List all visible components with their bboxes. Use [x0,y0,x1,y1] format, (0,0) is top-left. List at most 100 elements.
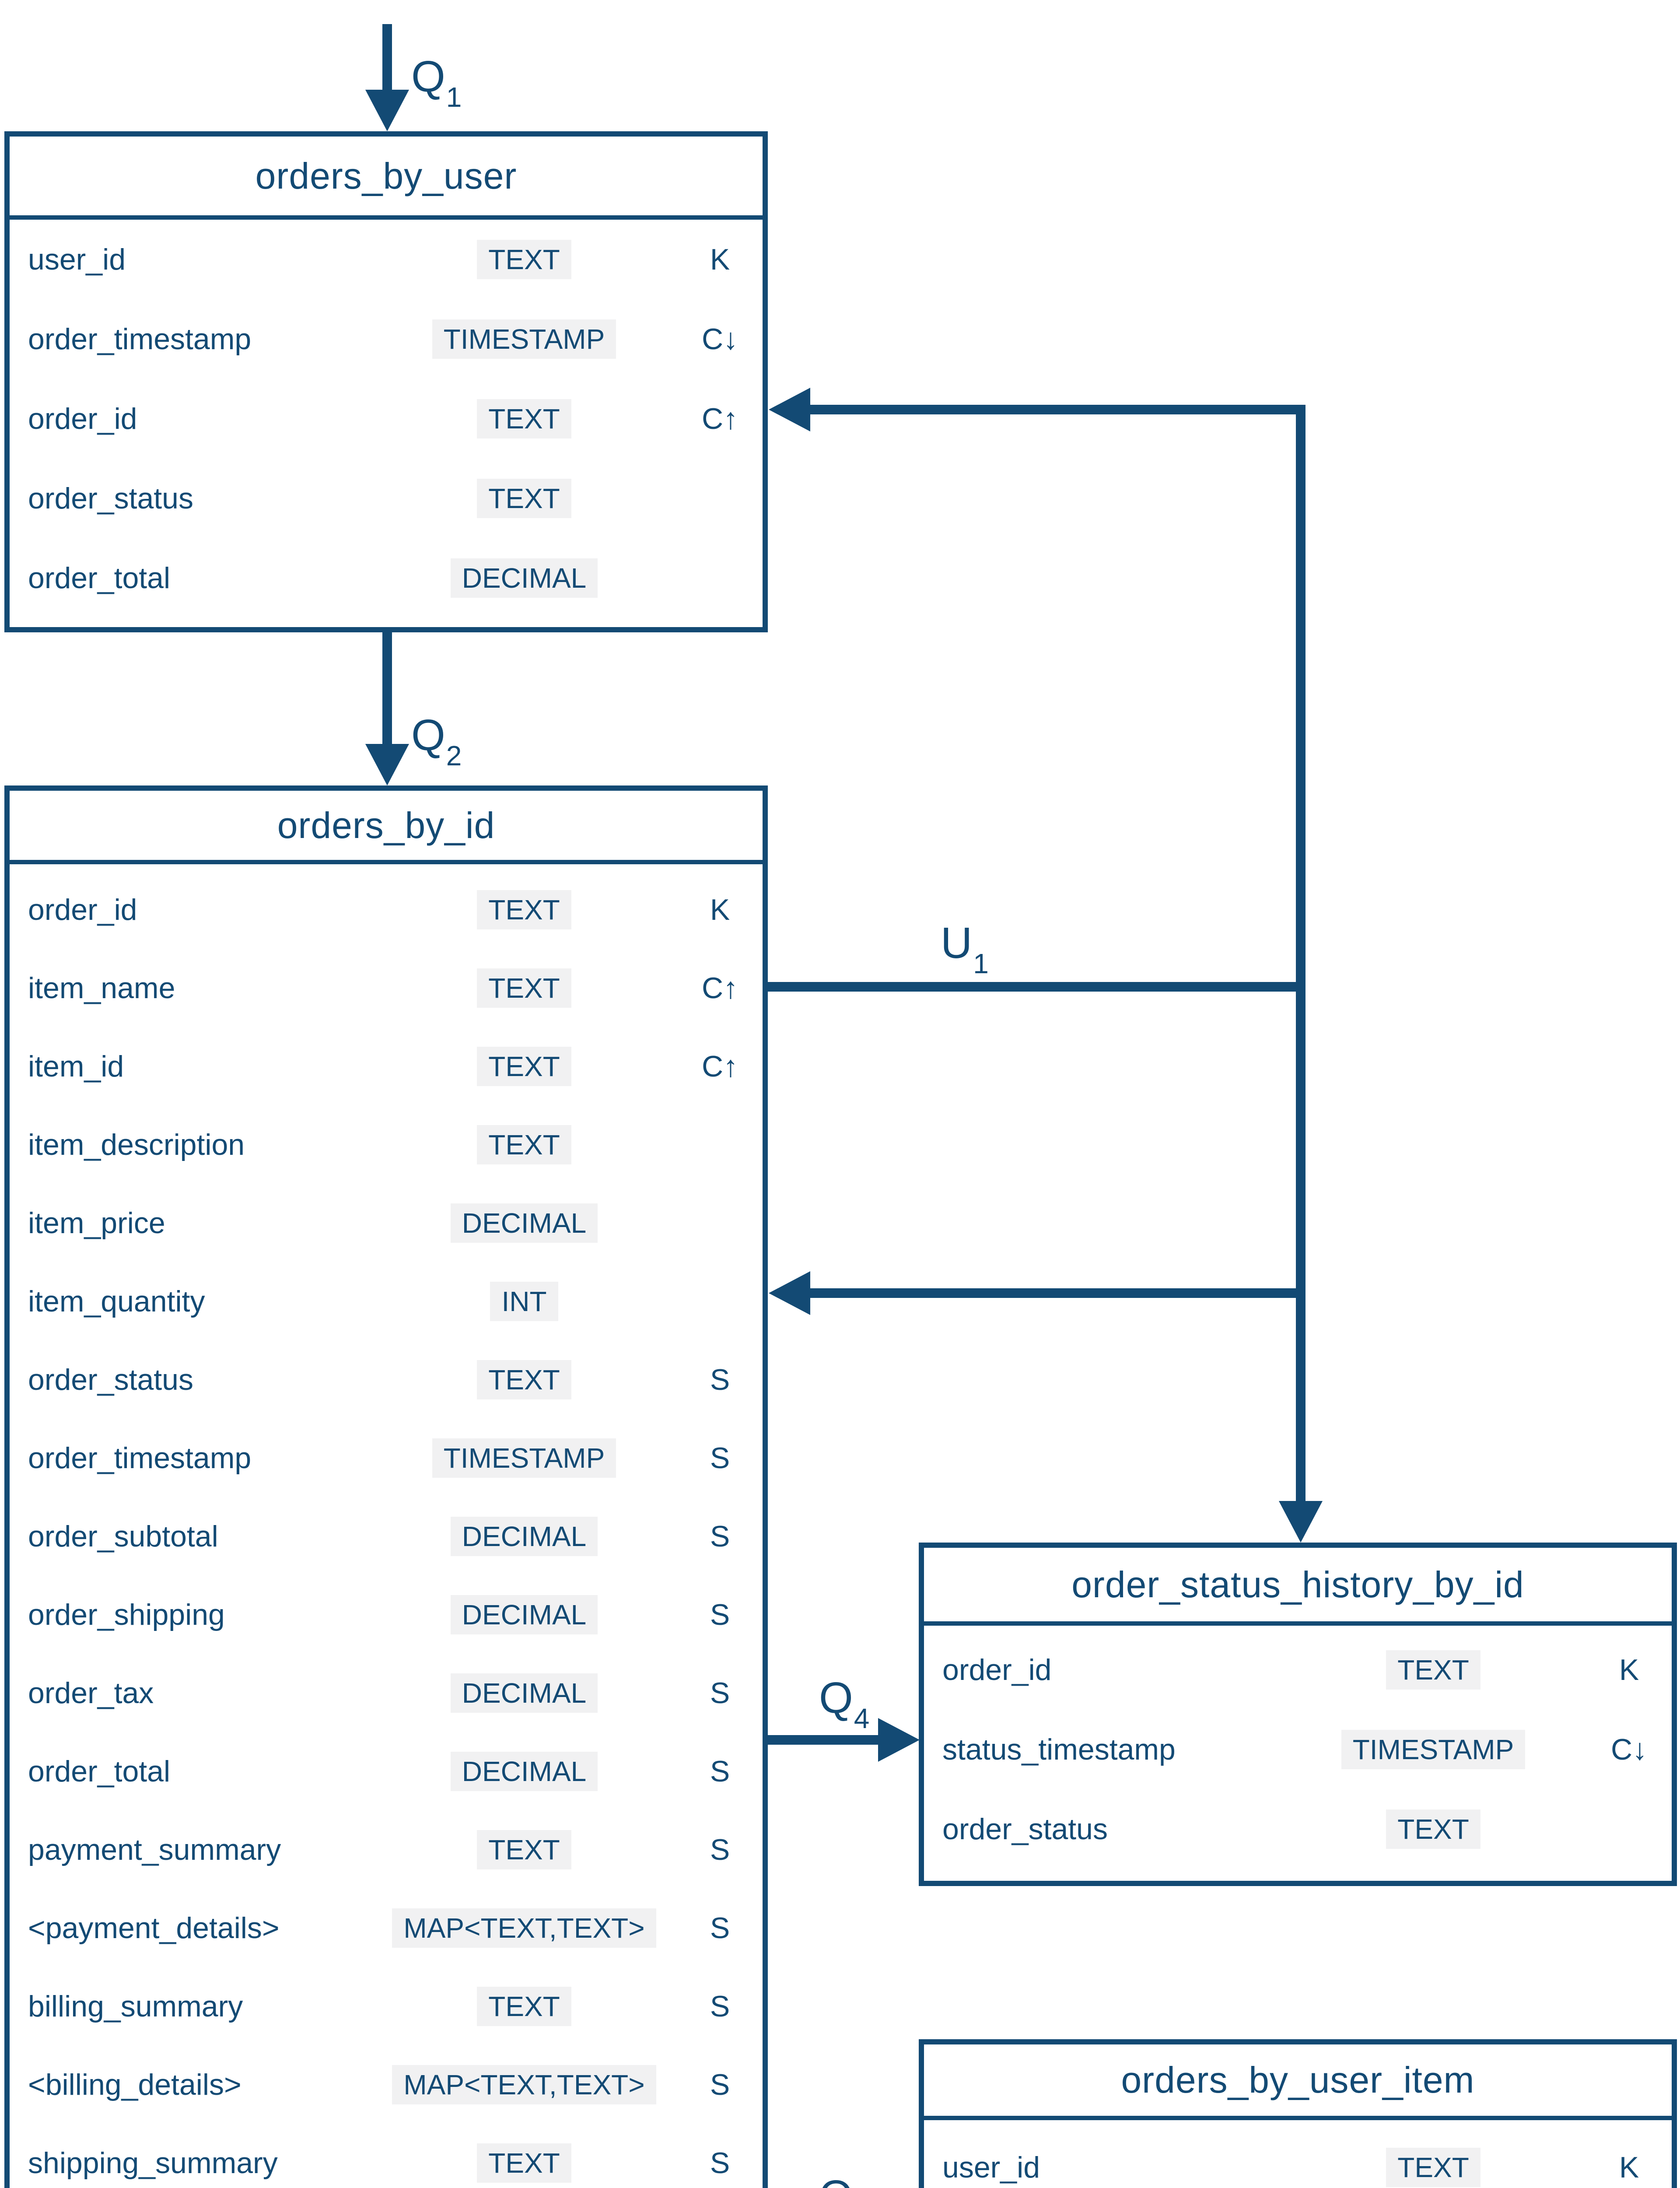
column-type-cell: MAP<TEXT,TEXT> [371,2065,677,2104]
type-badge: TEXT [477,890,571,929]
column-type-cell: TEXT [371,240,677,279]
type-badge: DECIMAL [450,1516,598,1556]
q4-label: Q4 [819,1673,869,1732]
column-name: order_status [28,1363,193,1396]
column-name: item_quantity [28,1284,205,1318]
column-type-cell: TEXT [371,968,677,1008]
column-type-cell: DECIMAL [371,1203,677,1243]
column-type-cell: TEXT [1280,2148,1586,2187]
q1-arrow-line [382,24,392,90]
u1-label-text: U [941,919,973,968]
column-name: order_status [28,482,193,515]
column-type-cell: TEXT [371,399,677,438]
type-badge: TEXT [477,1830,571,1869]
q1-label: Q1 [411,52,462,111]
type-badge: TEXT [477,240,571,279]
type-badge: TEXT [477,1125,571,1164]
table-row: user_id TEXT K [10,220,763,299]
column-type-cell: TIMESTAMP [1280,1730,1586,1769]
q4-label-sub: 4 [854,1703,870,1735]
column-type-cell: TEXT [371,2143,677,2183]
u1-trunk-line [1296,405,1306,1502]
column-type-cell: TIMESTAMP [371,1438,677,1478]
type-badge: TEXT [477,2143,571,2183]
column-type-cell: TEXT [371,1830,677,1869]
column-type-cell: INT [371,1281,677,1321]
column-name: user_id [28,243,126,276]
key-indicator: S [710,1441,730,1475]
q1-label-sub: 1 [446,81,462,113]
type-badge: TEXT [477,968,571,1008]
key-indicator: S [710,1363,730,1396]
column-name: item_id [28,1049,124,1083]
column-type-cell: MAP<TEXT,TEXT> [371,1908,677,1948]
column-type-cell: DECIMAL [371,558,677,598]
key-indicator: K [1619,2151,1639,2184]
type-badge: INT [490,1281,558,1321]
key-indicator: S [710,1989,730,2023]
q2-top-label: Q2 [411,713,462,770]
u1-branch-to-orders-by-user-line [809,405,1306,414]
column-name: item_description [28,1128,245,1161]
type-badge: TEXT [1386,2148,1480,2187]
table-row: <billing_details>MAP<TEXT,TEXT>S [10,2045,763,2124]
q2-top-label-sub: 2 [446,740,462,772]
column-name: status_timestamp [942,1733,1176,1766]
key-indicator: S [710,1519,730,1553]
type-badge: TEXT [1386,1809,1480,1849]
table-row: order_status TEXT S [10,1340,763,1419]
column-name: <billing_details> [28,2068,242,2101]
q4-label-text: Q [819,1673,853,1722]
table-row: user_id TEXT K [924,2128,1672,2188]
column-name: item_price [28,1206,165,1240]
key-indicator: K [710,893,730,926]
type-badge: TIMESTAMP [432,319,616,359]
type-badge: TEXT [477,1360,571,1399]
column-name: order_tax [28,1676,154,1710]
q4-arrow-line [768,1735,878,1745]
type-badge: TEXT [477,1046,571,1086]
table-row: item_description TEXT [10,1105,763,1184]
type-badge: DECIMAL [450,1203,598,1243]
column-name: order_id [28,402,137,435]
u1-source-line [768,982,1306,992]
key-indicator: K [710,243,730,276]
key-indicator: C↑ [701,402,738,435]
column-type-cell: TEXT [371,1360,677,1399]
column-type-cell: TEXT [1280,1650,1586,1690]
column-type-cell: DECIMAL [371,1673,677,1713]
column-name: shipping_summary [28,2146,278,2180]
table-row: <payment_details>MAP<TEXT,TEXT>S [10,1889,763,1967]
column-name: user_id [942,2151,1040,2184]
column-name: order_total [28,1754,171,1788]
key-indicator: S [710,1754,730,1788]
table-title: orders_by_id [10,791,763,864]
column-type-cell: TEXT [371,479,677,518]
type-badge: TEXT [477,399,571,438]
u1-arrowhead-into-order-status-history-icon [1279,1501,1323,1543]
u1-label-sub: 1 [973,948,989,980]
column-name: order_status [942,1813,1108,1846]
type-badge: TEXT [477,1986,571,2026]
table-title: order_status_history_by_id [924,1548,1672,1626]
u1-branch-to-orders-by-id-line [809,1288,1306,1298]
key-indicator: S [710,1598,730,1631]
q1-label-text: Q [411,52,445,101]
column-type-cell: TEXT [371,1125,677,1164]
column-type-cell: DECIMAL [371,1516,677,1556]
type-badge: TEXT [1386,1650,1480,1690]
